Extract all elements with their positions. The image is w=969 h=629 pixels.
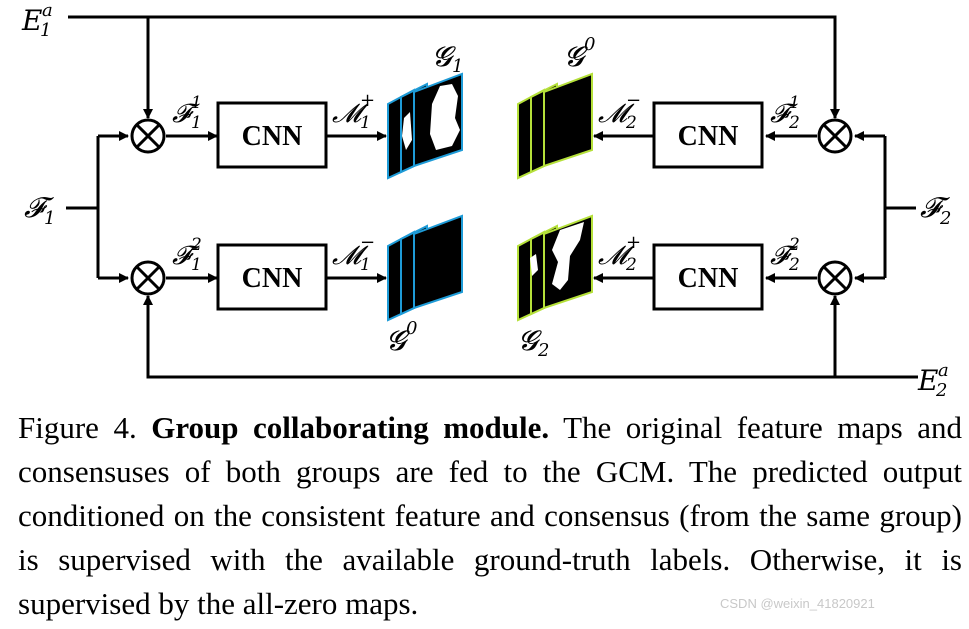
wires xyxy=(66,15,918,379)
label-f11: 𝓕 1 1 xyxy=(172,93,202,133)
svg-text:0: 0 xyxy=(406,318,417,339)
caption-prefix: Figure 4. xyxy=(18,410,152,445)
multiply-node-bottom-left xyxy=(130,260,166,296)
svg-text:1: 1 xyxy=(191,255,202,275)
svg-text:+: + xyxy=(626,232,641,253)
map-stack-m2plus xyxy=(517,214,593,322)
mask-shape xyxy=(552,222,584,290)
mask-shape xyxy=(530,254,538,276)
cnn-box-bottom-right: CNN xyxy=(652,243,764,311)
map-stack-m2minus xyxy=(517,72,593,180)
svg-text:CNN: CNN xyxy=(242,263,303,294)
map-stack-m1minus xyxy=(387,214,463,322)
label-m1plus: 𝓜 + 1 xyxy=(332,90,375,133)
label-m1minus: 𝓜 − 1 xyxy=(332,232,375,275)
svg-text:2: 2 xyxy=(788,255,800,275)
svg-text:2: 2 xyxy=(939,208,951,229)
svg-text:E: E xyxy=(21,4,42,37)
svg-text:E: E xyxy=(917,364,938,397)
svg-text:0: 0 xyxy=(584,34,595,55)
svg-text:1: 1 xyxy=(191,113,202,133)
svg-text:1: 1 xyxy=(40,20,51,41)
map-stack-m1plus xyxy=(387,72,463,180)
label-e1a: E a 1 xyxy=(21,0,53,41)
e2a-wire-left xyxy=(143,295,918,379)
svg-text:2: 2 xyxy=(788,113,800,133)
label-f12: 𝓕 2 1 xyxy=(172,235,202,275)
label-f1: 𝓕 1 xyxy=(24,191,55,229)
svg-text:a: a xyxy=(42,0,53,21)
svg-text:2: 2 xyxy=(190,235,202,255)
mask-shape xyxy=(430,84,460,150)
label-f21: 𝓕 1 2 xyxy=(770,93,800,133)
svg-text:2: 2 xyxy=(935,380,947,400)
svg-text:2: 2 xyxy=(788,235,800,255)
svg-text:−: − xyxy=(626,90,641,111)
svg-text:1: 1 xyxy=(44,208,55,229)
label-e2a: E a 2 xyxy=(917,360,949,400)
svg-text:2: 2 xyxy=(625,113,637,133)
multiply-node-bottom-right xyxy=(817,260,853,296)
svg-text:+: + xyxy=(360,90,375,111)
label-g0-top: 𝓖 0 xyxy=(564,34,595,73)
caption-title: Group collaborating module. xyxy=(151,410,550,445)
svg-text:2: 2 xyxy=(625,255,637,275)
watermark: CSDN @weixin_41820921 xyxy=(720,596,875,611)
label-g2: 𝓖 2 xyxy=(518,324,549,361)
svg-text:1: 1 xyxy=(789,93,800,113)
svg-text:a: a xyxy=(938,360,949,381)
label-g1: 𝓖 1 xyxy=(432,40,463,77)
gcm-diagram: CNN CNN CNN CNN E a 1 xyxy=(21,0,951,400)
svg-text:CNN: CNN xyxy=(678,121,739,152)
mask-shape xyxy=(402,112,412,150)
svg-text:1: 1 xyxy=(360,113,371,133)
svg-text:2: 2 xyxy=(537,340,549,361)
label-g0-bottom: 𝓖 0 xyxy=(386,318,417,357)
label-m2minus: 𝓜 − 2 xyxy=(598,90,641,133)
multiply-node-top-left xyxy=(130,118,166,154)
figure-caption: Figure 4. Group collaborating module. Th… xyxy=(18,406,962,626)
e1a-wire-right xyxy=(68,15,840,119)
multiply-node-top-right xyxy=(817,118,853,154)
cnn-box-top-left: CNN xyxy=(216,101,328,169)
cnn-box-top-right: CNN xyxy=(652,101,764,169)
svg-text:CNN: CNN xyxy=(242,121,303,152)
label-m2plus: 𝓜 + 2 xyxy=(598,232,641,275)
svg-text:1: 1 xyxy=(452,56,463,77)
label-f22: 𝓕 2 2 xyxy=(770,235,800,275)
svg-text:1: 1 xyxy=(191,93,202,113)
svg-text:−: − xyxy=(360,232,375,253)
cnn-box-bottom-left: CNN xyxy=(216,243,328,311)
svg-text:1: 1 xyxy=(360,255,371,275)
label-f2: 𝓕 2 xyxy=(920,191,951,229)
svg-text:CNN: CNN xyxy=(678,263,739,294)
caption-body: The original feature maps and consensuse… xyxy=(18,410,962,621)
